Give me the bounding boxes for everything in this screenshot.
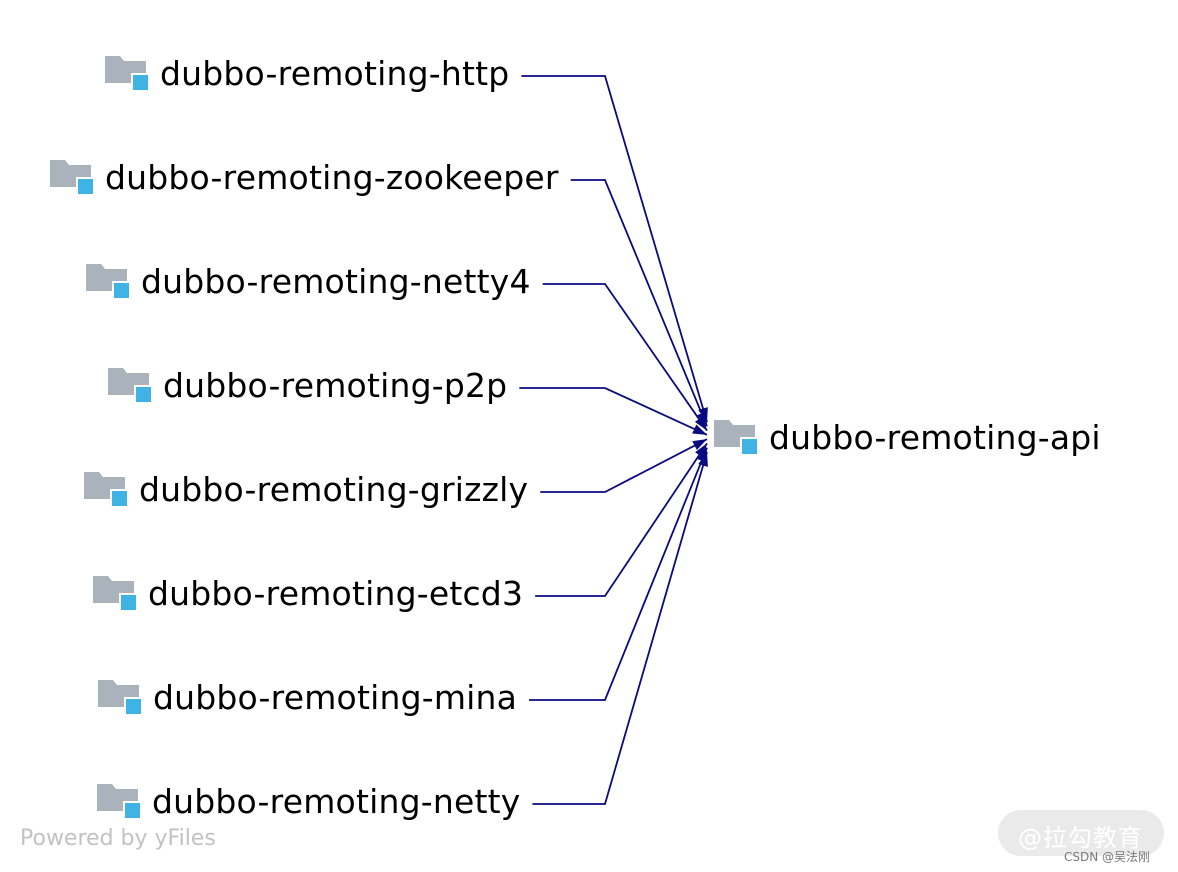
module-label: dubbo-remoting-p2p	[163, 365, 508, 405]
dependency-edge	[535, 442, 708, 597]
module-node-grizzly[interactable]: dubbo-remoting-grizzly	[83, 468, 528, 510]
dependency-edge	[540, 438, 708, 493]
arrowhead-icon	[694, 416, 707, 431]
dependency-edge	[570, 179, 708, 427]
module-label: dubbo-remoting-zookeeper	[105, 157, 559, 197]
watermark-credit: CSDN @吴法刚	[1064, 850, 1151, 864]
dependency-edge	[519, 387, 708, 436]
module-label: dubbo-remoting-api	[769, 417, 1101, 457]
module-folder-icon	[49, 156, 95, 198]
module-folder-icon	[96, 780, 142, 822]
module-label: dubbo-remoting-netty4	[141, 261, 531, 301]
module-folder-icon	[92, 572, 138, 614]
module-node-api[interactable]: dubbo-remoting-api	[713, 416, 1101, 458]
module-folder-icon	[107, 364, 153, 406]
module-label: dubbo-remoting-netty	[152, 781, 521, 821]
module-folder-icon	[104, 52, 150, 94]
arrowhead-icon	[698, 452, 708, 467]
module-node-netty[interactable]: dubbo-remoting-netty	[96, 780, 520, 822]
module-node-http[interactable]: dubbo-remoting-http	[104, 52, 509, 94]
module-node-p2p[interactable]: dubbo-remoting-p2p	[107, 364, 507, 406]
module-label: dubbo-remoting-grizzly	[139, 469, 529, 509]
module-folder-icon	[97, 676, 143, 718]
module-label: dubbo-remoting-etcd3	[148, 573, 524, 613]
module-folder-icon	[83, 468, 129, 510]
module-node-etcd3[interactable]: dubbo-remoting-etcd3	[92, 572, 523, 614]
module-node-mina[interactable]: dubbo-remoting-mina	[97, 676, 517, 718]
arrowhead-icon	[692, 424, 707, 435]
module-label: dubbo-remoting-mina	[153, 677, 518, 717]
watermark-logo: @拉勾教育	[1018, 824, 1143, 852]
powered-by-credit: Powered by yFiles	[20, 826, 216, 851]
module-label: dubbo-remoting-http	[160, 53, 510, 93]
dependency-edge	[532, 451, 708, 805]
dependency-edge	[542, 283, 708, 432]
module-node-zookeeper[interactable]: dubbo-remoting-zookeeper	[49, 156, 559, 198]
watermark-badge	[998, 810, 1164, 856]
module-folder-icon	[85, 260, 131, 302]
dependency-edge	[521, 75, 708, 423]
module-folder-icon	[713, 416, 759, 458]
dependency-edge	[529, 447, 708, 701]
module-node-netty4[interactable]: dubbo-remoting-netty4	[85, 260, 531, 302]
arrowhead-icon	[692, 439, 707, 451]
